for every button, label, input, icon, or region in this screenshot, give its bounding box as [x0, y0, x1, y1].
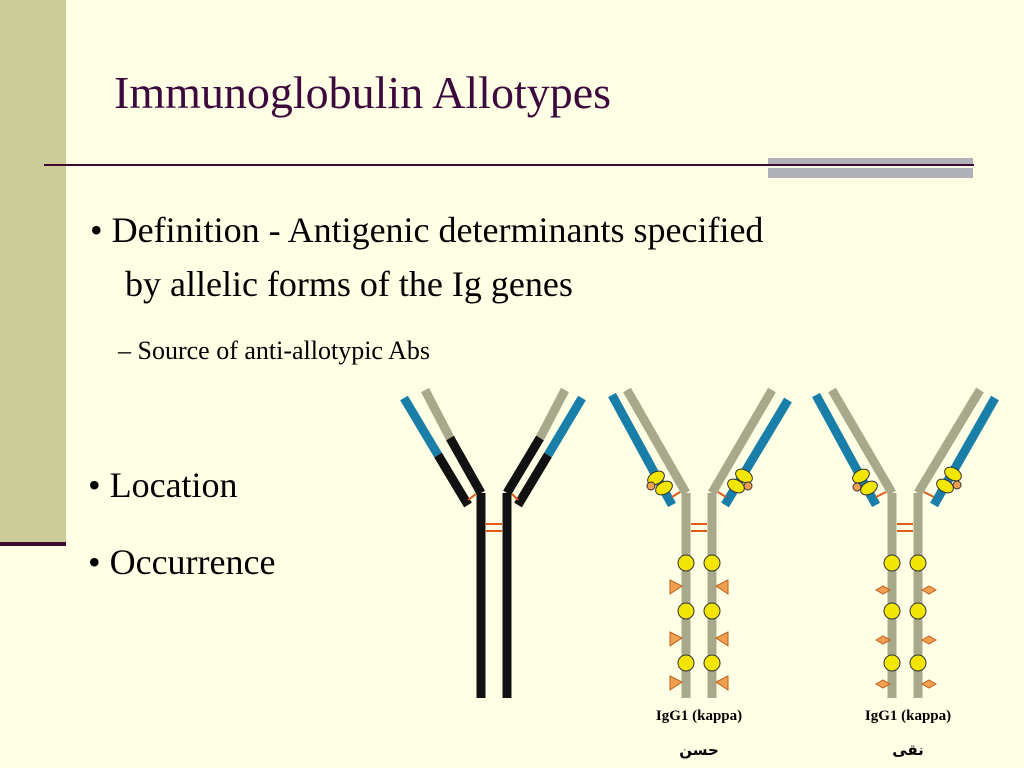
left-decor-band: [0, 0, 66, 543]
antibody-allotype-2: [812, 387, 999, 698]
bullet-location: • Location: [88, 465, 238, 505]
bullet-definition: • Definition - Antigenic determinants sp…: [90, 203, 763, 311]
antibody-name: نقی: [892, 741, 924, 759]
slide-title: Immunoglobulin Allotypes: [114, 67, 612, 118]
bullet-occurrence: • Occurrence: [88, 542, 276, 582]
antibody-generic: [400, 387, 586, 698]
antibody-diagram: [400, 387, 999, 698]
sub-bullet-source: – Source of anti-allotypic Abs: [118, 336, 430, 365]
title-decor-bar: [768, 158, 973, 178]
antibody-allotype-1: [608, 387, 792, 698]
bullet-definition-line2: by allelic forms of the Ig genes: [125, 264, 573, 304]
bullet-definition-line1: • Definition - Antigenic determinants sp…: [90, 210, 764, 250]
title-underline: [44, 164, 974, 166]
fc-markers: [874, 554, 938, 689]
left-decor-accent: [0, 542, 66, 546]
antibody-caption: IgG1 (kappa): [864, 708, 952, 724]
antibody-name: حسن: [679, 741, 719, 759]
fc-markers: [669, 554, 729, 691]
antibody-caption: IgG1 (kappa): [655, 708, 743, 724]
